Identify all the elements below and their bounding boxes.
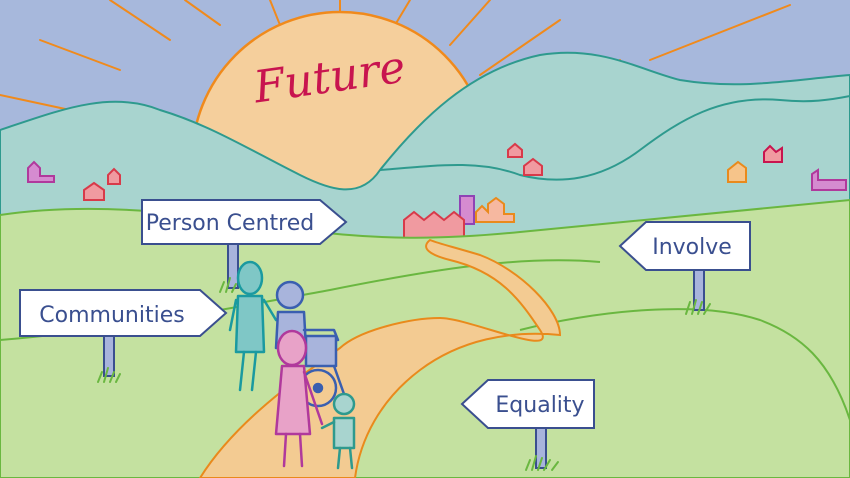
grass-line-right — [519, 308, 850, 421]
distant-houses — [27, 142, 847, 201]
person-teal — [228, 260, 278, 392]
village — [403, 195, 515, 239]
grass-tufts — [97, 277, 711, 471]
person-pink — [274, 329, 324, 468]
person-child — [320, 392, 356, 470]
sign-label-equality: Equality — [495, 393, 584, 418]
sign-involve: Involve — [618, 221, 751, 311]
hill-ridge — [379, 95, 850, 181]
sign-equality: Equality — [460, 379, 595, 469]
sign-communities: Communities — [19, 289, 228, 377]
sign-label-communities: Communities — [39, 303, 184, 328]
sign-label-involve: Involve — [652, 235, 732, 260]
sign-label-person-centred: Person Centred — [146, 211, 314, 236]
people-group — [228, 260, 356, 470]
sign-person-centred: Person Centred — [141, 199, 348, 289]
